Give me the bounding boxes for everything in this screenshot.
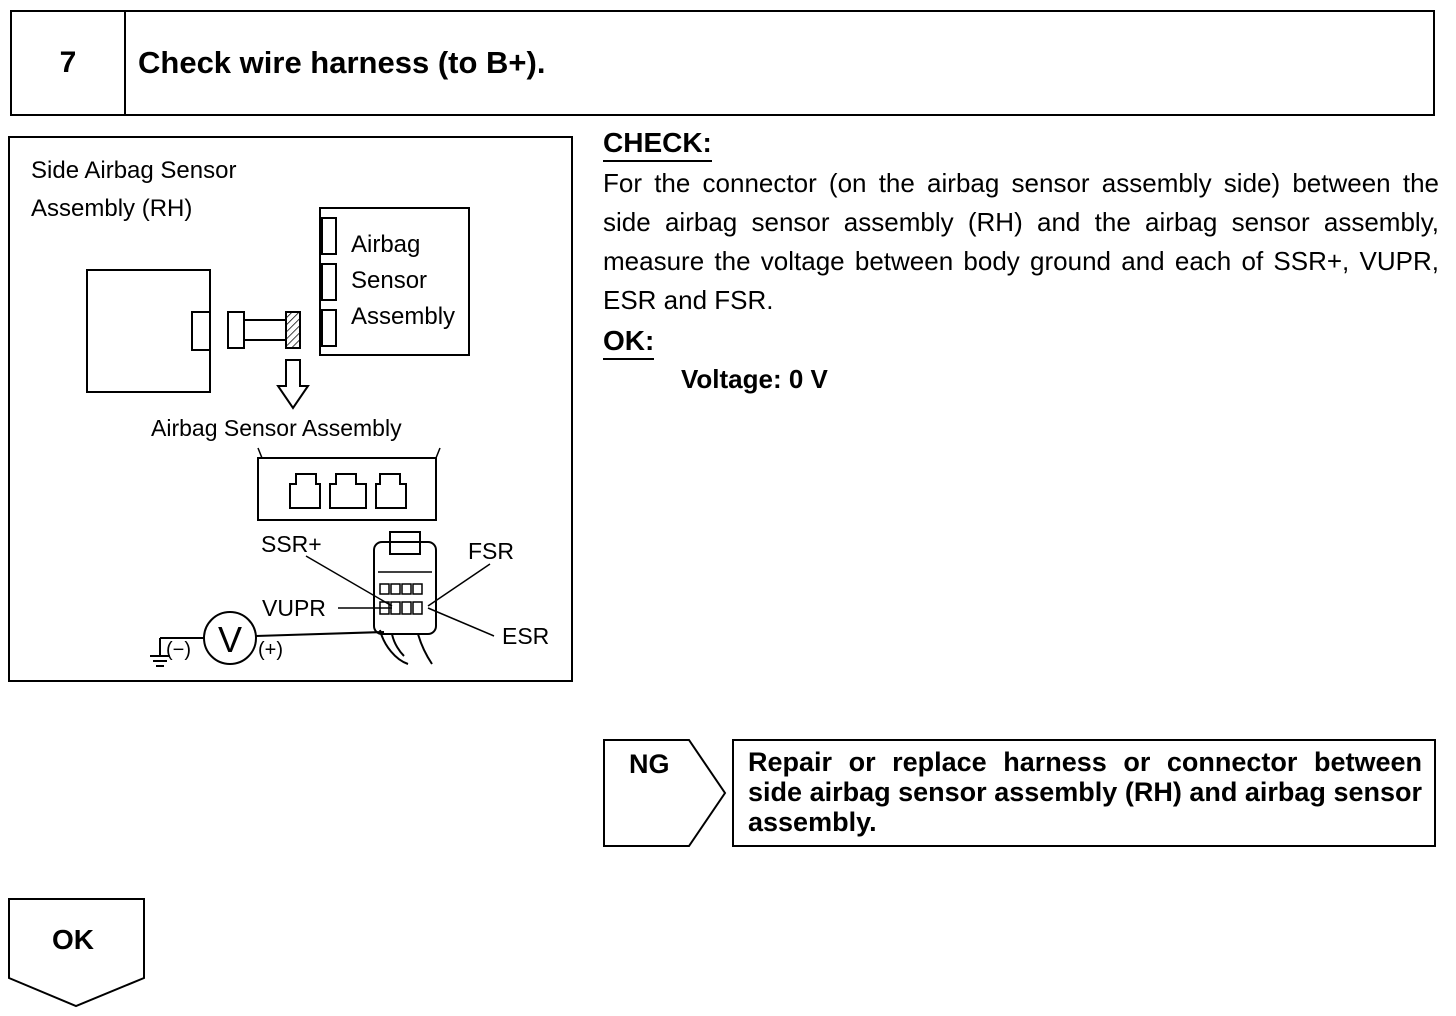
inset-socket-3 <box>321 309 337 347</box>
leader-ssr <box>305 555 393 607</box>
down-arrow <box>276 359 310 410</box>
ok-result-tag: OK <box>8 898 148 1008</box>
ground-symbol <box>150 655 170 667</box>
terminal-label-ssr: SSR+ <box>261 531 322 557</box>
plug-lock <box>389 531 421 555</box>
ok-specification: Voltage: 0 V <box>681 364 828 394</box>
plug-body <box>373 541 437 635</box>
airbag-sensor-inset <box>319 207 470 356</box>
hand <box>379 629 433 665</box>
socket-shape-3 <box>375 473 407 509</box>
negative-probe-label: (−) <box>166 639 191 661</box>
terminal-label-esr: ESR <box>502 623 549 649</box>
leader-esr <box>427 607 495 637</box>
sensor-socket <box>191 311 211 351</box>
positive-probe-label: (+) <box>258 639 283 661</box>
connector-face <box>257 457 437 521</box>
component-label-line2: Assembly (RH) <box>31 195 192 222</box>
ng-result-tag: NG <box>603 739 727 847</box>
socket-shape-1 <box>289 473 321 509</box>
plug-terminals <box>379 583 423 615</box>
step-number: 7 <box>12 12 126 114</box>
connector-caption: Airbag Sensor Assembly <box>151 415 402 441</box>
terminal-label-vupr: VUPR <box>262 595 326 621</box>
harness-plug <box>227 311 245 349</box>
inset-label-line3: Assembly <box>351 303 455 330</box>
terminal-label-fsr: FSR <box>468 538 514 564</box>
inset-label-line1: Airbag <box>351 231 420 258</box>
voltmeter-v: V <box>218 619 242 660</box>
ok-label: OK <box>52 924 94 955</box>
caption-leaders <box>257 447 441 459</box>
socket-shape-2 <box>329 473 367 509</box>
check-section: CHECK: For the connector (on the airbag … <box>603 126 1439 395</box>
step-header: 7 Check wire harness (to B+). <box>10 10 1435 116</box>
ok-heading: OK: <box>603 324 655 360</box>
leader-fsr <box>427 563 491 607</box>
ng-action-box: Repair or replace harness or connector b… <box>732 739 1436 847</box>
component-label-line1: Side Airbag Sensor <box>31 157 236 184</box>
check-instructions: For the connector (on the airbag sensor … <box>603 168 1439 315</box>
diagram-frame <box>8 136 573 682</box>
hatched-connector <box>285 311 301 349</box>
check-heading: CHECK: <box>603 126 712 162</box>
inset-socket-1 <box>321 217 337 255</box>
ng-label: NG <box>629 749 670 779</box>
connector-diagram: Side Airbag Sensor Assembly (RH) Airbag … <box>8 136 573 682</box>
step-title: Check wire harness (to B+). <box>138 45 546 80</box>
inset-label-line2: Sensor <box>351 267 427 294</box>
positive-lead <box>255 631 385 637</box>
inset-socket-2 <box>321 263 337 301</box>
